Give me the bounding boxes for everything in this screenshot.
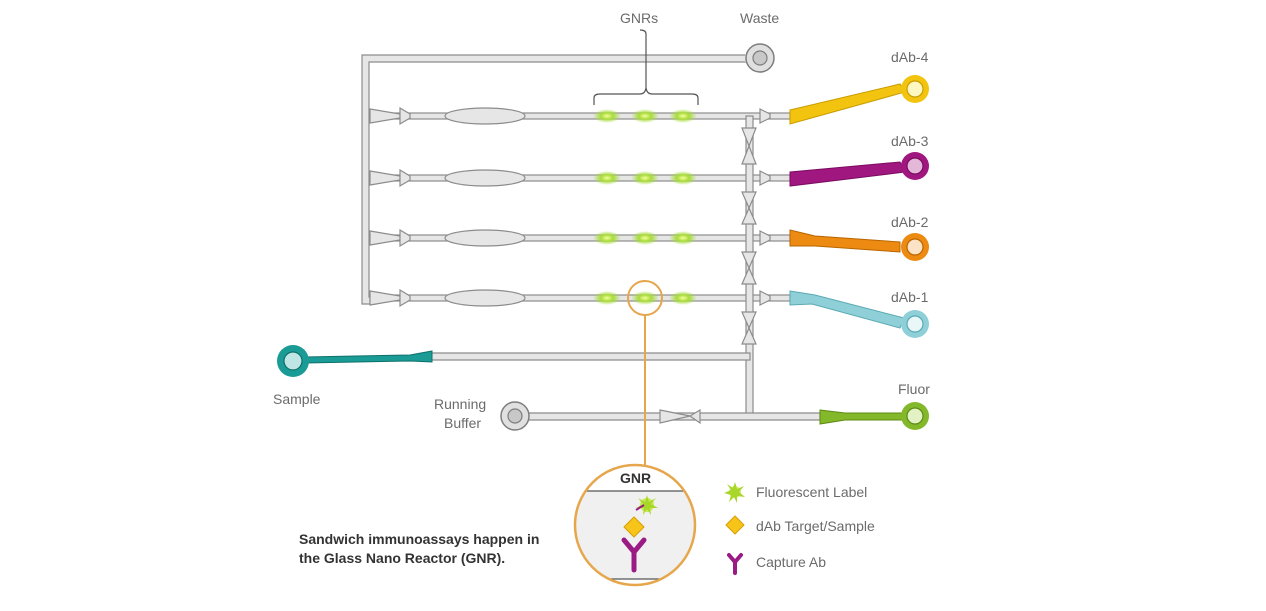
dab3-label: dAb-3 [891,133,929,149]
dab1-inlet [789,290,929,338]
fluor-inlet [819,402,929,430]
capture-ab-icon [727,553,743,575]
legend-fluorescent-label: Fluorescent Label [756,484,867,500]
reactor-row-3 [369,168,791,188]
zoom-fluorescent-label-icon [636,495,658,515]
caption-line-2: the Glass Nano Reactor (GNR). [299,550,506,566]
zoom-capture-ab-icon [621,537,647,573]
dab4-inlet [789,75,929,125]
sample-inlet [277,345,433,377]
gnr-zoom-view [573,463,697,587]
running-buffer-label-line2: Buffer [444,415,481,431]
dab3-inlet [789,152,929,187]
gnrs-label: GNRs [620,10,658,26]
gnr-markers [593,109,697,305]
buffer-valve-2 [688,408,701,425]
reactor-row-1 [369,288,791,308]
legend-dab-target: dAb Target/Sample [756,518,875,534]
legend-capture-ab: Capture Ab [756,554,826,570]
dab2-inlet [789,229,929,261]
sample-channel [429,352,751,361]
dab1-label: dAb-1 [891,289,929,305]
channel-network [361,54,821,425]
running-buffer-label-line1: Running [434,396,486,412]
caption-line-1: Sandwich immunoassays happen in [299,531,540,547]
zoom-dab-target-icon [623,516,645,538]
waste-label: Waste [740,10,779,26]
collector-valves [741,127,757,345]
reactor-row-4 [369,106,791,126]
buffer-valve-1 [659,409,691,424]
caption: Sandwich immunoassays happen in the Glas… [299,530,599,568]
dab-target-icon [725,515,745,535]
waste-port [745,43,775,73]
running-buffer-port [500,401,530,431]
gnrs-bracket [593,40,699,105]
dab4-label: dAb-4 [891,49,929,65]
fluor-label: Fluor [898,381,930,397]
fluorescent-label-icon [724,482,745,503]
zoom-title: GNR [620,470,651,486]
dab2-label: dAb-2 [891,214,929,230]
reactor-row-2 [369,228,791,248]
sample-label: Sample [273,391,321,407]
